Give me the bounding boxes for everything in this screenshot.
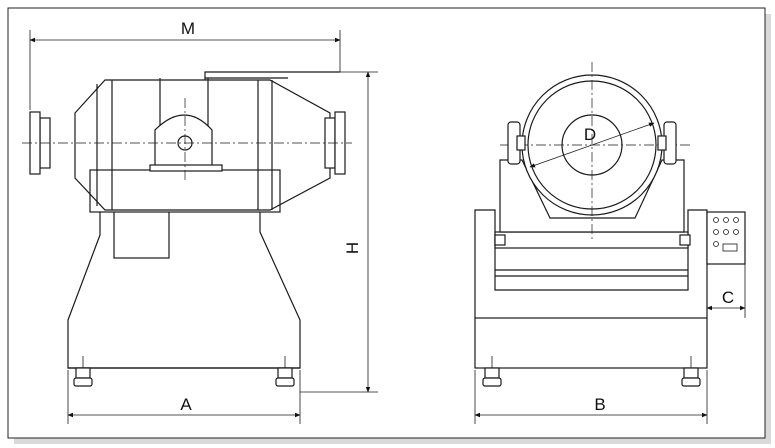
foot-right xyxy=(275,356,295,387)
side-foot-right xyxy=(681,356,701,387)
label-m: M xyxy=(181,19,195,38)
side-foot-left xyxy=(482,356,502,387)
dimension-b: B xyxy=(474,370,708,424)
dimension-h: H xyxy=(300,71,378,393)
dimension-c: C xyxy=(706,264,746,318)
label-b: B xyxy=(594,395,605,414)
label-h: H xyxy=(343,242,362,254)
dimension-a: A xyxy=(67,370,301,424)
front-view xyxy=(22,71,352,387)
label-c: C xyxy=(722,288,734,307)
foot-left xyxy=(73,356,93,387)
control-panel xyxy=(706,211,746,265)
label-d: D xyxy=(584,125,596,144)
side-view: D xyxy=(474,62,746,387)
dimension-m: M xyxy=(29,19,341,110)
label-a: A xyxy=(180,395,192,414)
